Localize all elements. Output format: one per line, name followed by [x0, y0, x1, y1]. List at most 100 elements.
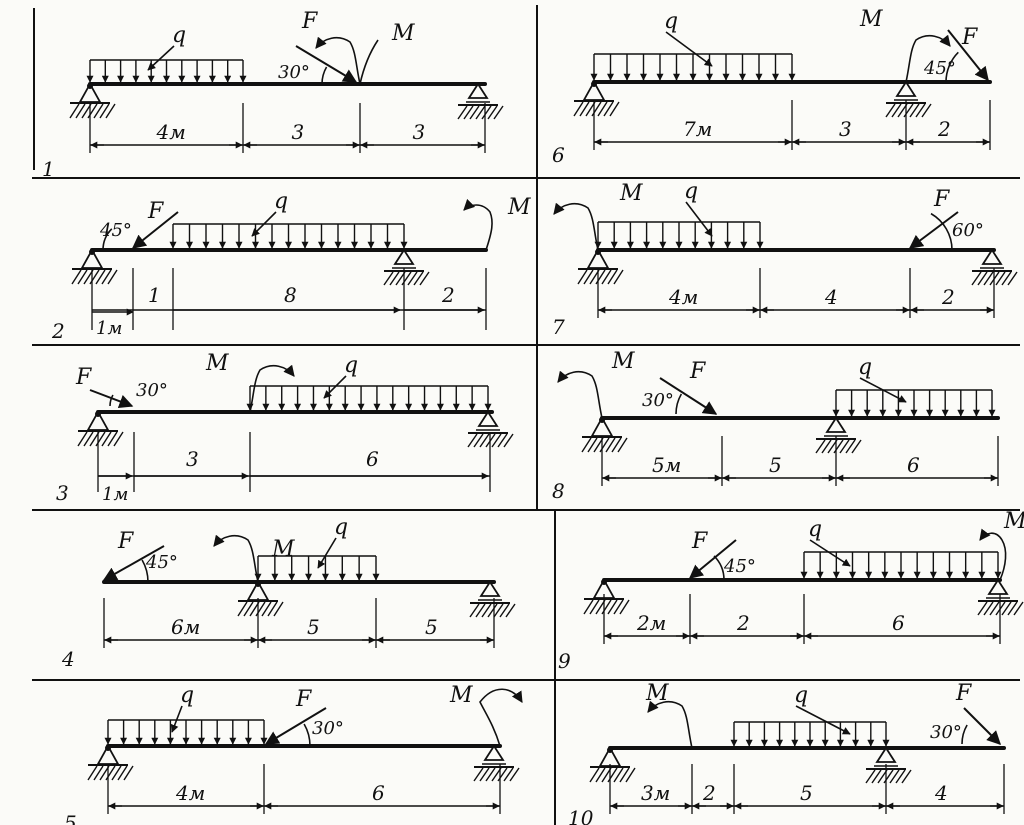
ground-hatch [117, 765, 128, 781]
ground-hatch [625, 767, 636, 783]
angle-label: 30° [642, 390, 674, 411]
moment-arrow-icon [553, 202, 599, 251]
dimension-label: 4 [824, 285, 838, 309]
ground-hatch [613, 269, 624, 285]
dimension-label: 2 [937, 117, 951, 141]
ground-hatch [83, 431, 94, 447]
moment-label-m: M [391, 21, 415, 46]
moment-label-m: M [611, 349, 635, 374]
ground-hatch [493, 105, 504, 120]
ground-hatch [101, 431, 112, 447]
ground-hatch [77, 269, 88, 285]
force-label-f: F [691, 529, 708, 554]
roller-support-icon [483, 744, 505, 761]
moment-arrow-icon [249, 364, 295, 413]
force-arrow-icon [131, 211, 179, 249]
roller-support-icon [479, 580, 501, 597]
load-label-q: q [794, 683, 808, 708]
ground-hatch [577, 269, 588, 285]
angle-arc [102, 228, 113, 251]
dimension-label: 2 [736, 611, 750, 635]
dimension-label: 3 [186, 447, 199, 471]
ground-hatch [573, 101, 584, 117]
dimension-label: 6 [372, 781, 385, 805]
ground-hatch [107, 431, 118, 447]
ground-hatch [93, 765, 104, 781]
force-label-f: F [933, 187, 950, 212]
ground-hatch [123, 765, 134, 781]
ground-hatch [605, 437, 616, 453]
ground-hatch [273, 601, 284, 617]
dimension-label: 4 [934, 781, 948, 805]
ground-hatch [589, 767, 600, 783]
ground-hatch [469, 603, 480, 618]
dimension-label: 2 [702, 781, 716, 805]
load-label-q: q [274, 189, 288, 214]
scheme-number: 5 [64, 811, 77, 825]
ground-hatch [613, 599, 624, 615]
ground-hatch [419, 271, 430, 286]
ground-hatch [851, 439, 862, 454]
ground-hatch [481, 603, 492, 618]
ground-hatch [77, 431, 88, 447]
scheme-number: 6 [552, 143, 565, 167]
load-label-leader [809, 539, 851, 567]
roller-support-icon [393, 248, 415, 265]
ground-hatch [267, 601, 278, 617]
ground-hatch [921, 103, 932, 118]
ground-hatch [261, 601, 272, 617]
roller-support-icon [895, 80, 917, 97]
load-label-leader [859, 377, 907, 403]
load-label-leader [251, 211, 277, 237]
ground-hatch [1007, 271, 1018, 286]
moment-arrow-icon [647, 700, 693, 749]
ground-hatch [99, 103, 110, 119]
dimension-label: 6м [171, 615, 200, 639]
ground-hatch [1013, 601, 1024, 616]
dimension-label: 1м [96, 318, 122, 339]
ground-hatch [503, 767, 514, 782]
angle-label: 30° [278, 62, 310, 83]
ground-hatch [891, 103, 902, 118]
moment-arrow-icon [213, 534, 259, 583]
dimension-label: 6 [907, 453, 920, 477]
angle-arc [930, 212, 953, 251]
ground-hatch [983, 601, 994, 616]
angle-arc [141, 559, 149, 583]
scheme-number: 9 [558, 649, 571, 673]
angle-arc [945, 51, 959, 83]
dimension-label: 2м [636, 611, 666, 635]
ground-hatch [871, 769, 882, 784]
ground-hatch [87, 765, 98, 781]
ground-hatch [839, 439, 850, 454]
ground-hatch [603, 101, 614, 117]
ground-hatch [481, 105, 492, 120]
dimension-label: 2 [941, 285, 955, 309]
angle-arc [675, 393, 683, 415]
dimension-label: 5 [425, 615, 438, 639]
pin-joint-icon [601, 579, 607, 585]
angle-label: 60° [952, 220, 984, 241]
moment-stem [359, 39, 379, 85]
ground-hatch [243, 601, 254, 617]
moment-label-m: M [507, 195, 531, 220]
ground-hatch [597, 101, 608, 117]
ground-hatch [889, 769, 900, 784]
ground-hatch [579, 101, 590, 117]
dimension-label: 3 [839, 117, 852, 141]
ground-hatch [75, 103, 86, 119]
angle-arc [303, 723, 311, 747]
angle-label: 45° [145, 552, 178, 573]
dimension-label: 5 [800, 781, 813, 805]
pin-joint-icon [89, 249, 95, 255]
ground-hatch [821, 439, 832, 454]
force-label-f: F [117, 529, 134, 554]
ground-hatch [1001, 601, 1012, 616]
pin-joint-icon [607, 747, 613, 753]
ground-hatch [915, 103, 926, 118]
scheme-number: 7 [552, 315, 565, 339]
